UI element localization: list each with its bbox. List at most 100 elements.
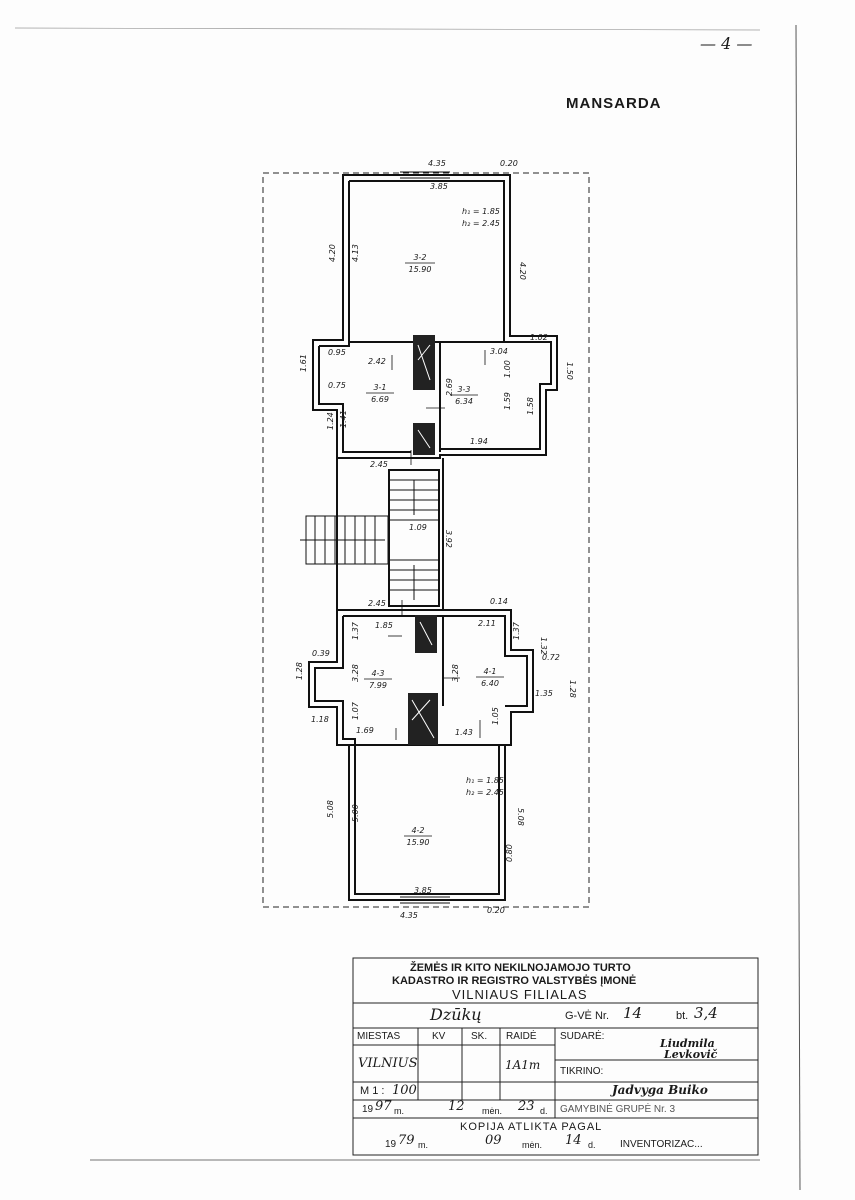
date1-d: d.: [540, 1106, 548, 1116]
dimension-label: 1.28: [568, 680, 577, 698]
room-area: 15.90: [407, 838, 430, 847]
dimension-label: 0.80: [505, 844, 514, 862]
dimension-label: 0.20: [500, 159, 518, 168]
dimension-label: 3.85: [414, 886, 432, 895]
date1-prefix: 19: [362, 1104, 374, 1115]
stamp-frame: [352, 957, 759, 1156]
dimension-label: 0.20: [487, 906, 505, 915]
dimension-label: 4.20: [518, 262, 527, 280]
page-number: — 4 —: [700, 34, 753, 53]
dimension-label: 2.45: [368, 599, 386, 608]
dimension-label: 1.37: [512, 621, 521, 640]
stamp-city: VILNIUS: [358, 1056, 418, 1071]
dimension-label: 4.35: [400, 911, 418, 920]
room-area: 15.90: [409, 265, 432, 274]
date2-m: m.: [418, 1140, 428, 1150]
date1-men: mėn.: [482, 1106, 503, 1116]
dimension-label: 4.35: [428, 159, 446, 168]
stamp-gve-value: 14: [623, 1004, 643, 1022]
staircase: [300, 479, 439, 600]
dimension-label: 1.94: [470, 437, 488, 446]
dimension-label: 1.05: [491, 707, 500, 725]
roof-outline: [262, 172, 590, 908]
walls: [308, 174, 558, 901]
height-label: h₁ = 1.85: [466, 776, 504, 785]
room-area: 6.40: [481, 679, 499, 688]
stamp-col-raide: RAIDĖ: [506, 1031, 537, 1042]
date1-year: 97: [375, 1099, 392, 1114]
date2-month: 09: [485, 1133, 502, 1148]
dimension-label: 0.75: [328, 381, 346, 390]
dimension-label: 0.14: [490, 597, 508, 606]
stamp-street: Dzūkų: [430, 1005, 482, 1024]
dimension-label: 1.69: [356, 726, 374, 735]
dimension-label: 1.02: [530, 333, 548, 342]
stamp-col-kv: KV: [432, 1031, 446, 1042]
dimension-label: 4.20: [328, 244, 337, 262]
stamp-col-sk: SK.: [471, 1031, 488, 1042]
stamp-gve-label: G-VĖ Nr.: [565, 1010, 610, 1022]
room-area: 6.34: [455, 397, 473, 406]
dimension-label: 2.45: [370, 460, 388, 469]
windows: [400, 171, 450, 904]
room-id: 4-1: [483, 667, 496, 676]
stamp-sudare-name1: Liudmila: [660, 1037, 715, 1050]
dimension-label: 5.00: [351, 804, 360, 822]
dimension-label: 5.08: [516, 808, 525, 826]
chimneys: [408, 335, 438, 745]
stamp-bt-label: bt.: [676, 1010, 689, 1022]
dimension-label: 1.28: [295, 662, 304, 680]
stamp-org-line3: VILNIAUS FILIALAS: [452, 987, 588, 1002]
stamp-kopija: KOPIJA ATLIKTA PAGAL: [460, 1121, 603, 1133]
stamp-bt-value: 3,4: [694, 1004, 718, 1022]
dimension-label: 0.72: [542, 653, 560, 662]
stamp-org-line2: KADASTRO IR REGISTRO VALSTYBĖS ĮMONĖ: [392, 975, 637, 987]
dimension-label: 1.41: [339, 410, 348, 428]
stamp-inventor: INVENTORIZAC...: [620, 1139, 703, 1150]
dimension-label: 1.37: [351, 621, 360, 640]
stamp-sudare-label: SUDARĖ:: [560, 1031, 605, 1042]
date1-month: 12: [448, 1099, 465, 1114]
dimension-label: 2.42: [368, 357, 386, 366]
stamp-tikrino-label: TIKRINO:: [560, 1066, 604, 1077]
scan-edge-line: [795, 24, 801, 1191]
dimension-label: 1.59: [503, 392, 512, 410]
plan-title: MANSARDA: [566, 95, 662, 112]
dimension-label: 0.95: [328, 348, 346, 357]
dimension-label: 0.39: [312, 649, 330, 658]
date1-day: 23: [518, 1099, 535, 1114]
room-area: 7.99: [369, 681, 387, 690]
date2-d: d.: [588, 1140, 596, 1150]
dimension-label: 1.50: [565, 362, 574, 380]
room-id: 4-3: [371, 669, 384, 678]
stamp-gamybine: GAMYBINĖ GRUPĖ Nr. 3: [560, 1104, 676, 1115]
date2-day: 14: [565, 1133, 582, 1148]
dimension-ticks: [388, 350, 486, 740]
stamp-tikrino-name: Jadvyga Buiko: [612, 1083, 708, 1097]
dimension-label: 1.61: [299, 354, 308, 372]
stamp-org-line1: ŽEMĖS IR KITO NEKILNOJAMOJO TURTO: [410, 962, 631, 974]
dimension-label: 3.04: [490, 347, 508, 356]
stamp-sudare-name2: Levkovič: [664, 1048, 718, 1061]
date1-m: m.: [394, 1106, 404, 1116]
dimension-label: 1.43: [455, 728, 473, 737]
scan-top-line: [14, 27, 761, 31]
dimension-label: 3.28: [351, 664, 360, 682]
room-id: 3-2: [413, 253, 426, 262]
date2-men: mėn.: [522, 1140, 543, 1150]
height-label: h₁ = 1.85: [462, 207, 500, 216]
dimension-label: 1.00: [503, 360, 512, 378]
stamp-scale-value: 100: [392, 1083, 417, 1098]
dimension-label: 1.35: [535, 689, 553, 698]
dimension-label: 1.09: [409, 523, 427, 532]
room-area: 6.69: [371, 395, 389, 404]
dimension-label: 1.85: [375, 621, 393, 630]
height-label: h₂ = 2.45: [466, 788, 504, 797]
height-label: h₂ = 2.45: [462, 219, 500, 228]
dimension-label: 4.13: [351, 244, 360, 262]
dimension-label: 2.11: [478, 619, 496, 628]
date2-prefix: 19: [385, 1139, 397, 1150]
dimension-label: 1.18: [311, 715, 329, 724]
